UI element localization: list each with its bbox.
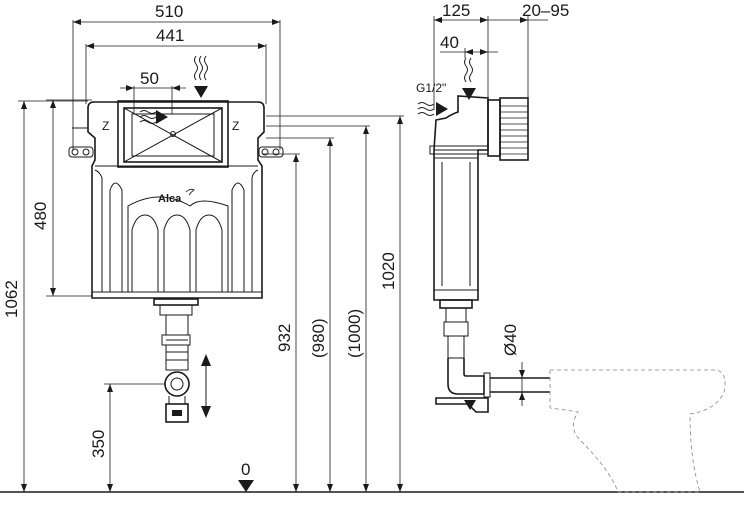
flush-plate-ribs xyxy=(500,105,528,155)
svg-text:20–95: 20–95 xyxy=(522,1,569,20)
dimension-40: 40 xyxy=(440,33,498,58)
dimension-diameter-40: Ø40 xyxy=(501,324,525,406)
outlet-pipe xyxy=(153,298,199,423)
front-view: Alca Z Z xyxy=(2,2,404,492)
floor-zero-marker: 0 xyxy=(238,460,254,492)
height-adjust-icon xyxy=(201,354,211,418)
svg-text:Z: Z xyxy=(102,119,109,133)
dimension-480: 480 xyxy=(31,99,92,297)
dimension-980: (980) xyxy=(266,137,334,492)
dimension-1062: 1062 xyxy=(2,100,88,492)
brand-logo: Alca xyxy=(158,193,182,205)
cistern-body xyxy=(87,100,265,299)
dimension-441: 441 xyxy=(85,26,267,104)
toilet-bowl-outline xyxy=(549,369,726,493)
left-bracket: Z xyxy=(68,119,109,158)
svg-text:(1000): (1000) xyxy=(345,309,364,358)
svg-text:480: 480 xyxy=(31,202,50,230)
svg-text:50: 50 xyxy=(140,69,159,88)
svg-text:(980): (980) xyxy=(309,318,328,358)
right-bracket: Z xyxy=(232,119,284,158)
dimension-1020: 1020 xyxy=(266,115,404,492)
dimension-20-95: 20–95 xyxy=(488,1,569,98)
water-inlet-icon xyxy=(139,55,208,124)
svg-text:0: 0 xyxy=(241,460,250,479)
svg-text:932: 932 xyxy=(275,324,294,352)
svg-text:441: 441 xyxy=(156,26,184,45)
dimension-350: 350 xyxy=(89,383,165,492)
side-drain-pipe xyxy=(435,299,550,413)
dimension-50: 50 xyxy=(120,69,186,114)
side-water-inlet-icon xyxy=(417,57,476,116)
svg-text:125: 125 xyxy=(442,1,470,20)
dimension-125: 125 xyxy=(433,1,489,110)
dimension-1000: (1000) xyxy=(266,125,370,492)
bird-icon xyxy=(185,188,195,196)
svg-text:350: 350 xyxy=(89,430,108,458)
svg-text:Ø40: Ø40 xyxy=(501,324,520,356)
svg-text:1062: 1062 xyxy=(2,280,21,318)
side-view: G1/2" 125 xyxy=(416,1,726,493)
svg-text:Z: Z xyxy=(232,119,239,133)
inlet-thread-label: G1/2" xyxy=(416,81,446,95)
svg-text:1020: 1020 xyxy=(379,252,398,290)
svg-text:510: 510 xyxy=(155,2,183,21)
dimension-932: 932 xyxy=(262,153,300,492)
svg-text:40: 40 xyxy=(440,33,459,52)
dimension-510: 510 xyxy=(72,2,281,150)
